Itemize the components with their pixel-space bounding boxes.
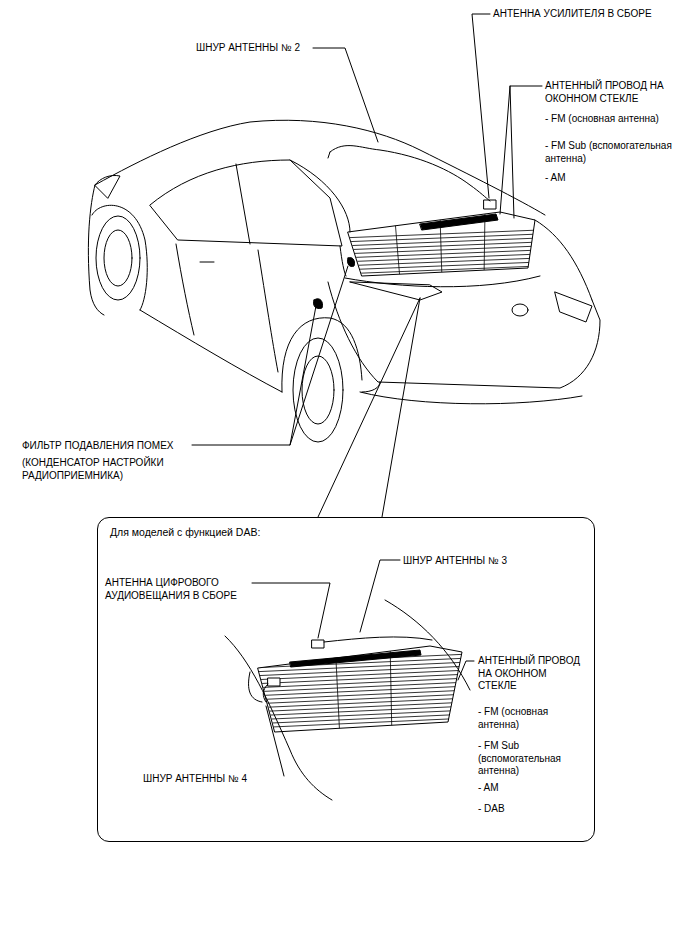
- inset-illustration: [225, 600, 470, 800]
- part-label: ШНУР АНТЕННЫ № 2: [196, 42, 316, 55]
- part-label: - FM (основная антенна): [545, 113, 685, 126]
- part-label: ШНУР АНТЕННЫ № 4: [143, 773, 283, 786]
- part-label: ШНУР АНТЕННЫ № 3: [403, 555, 533, 568]
- leader-lines: [192, 14, 542, 517]
- car-body: [88, 120, 600, 442]
- part-label: (КОНДЕНСАТОР НАСТРОЙКИ РАДИОПРИЕМНИКА): [22, 457, 197, 482]
- part-label: - DAB: [478, 803, 538, 816]
- rear-window-antenna: [313, 146, 540, 309]
- part-label: АНТЕННА ЦИФРОВОГО АУДИОВЕЩАНИЯ В СБОРЕ: [105, 577, 255, 602]
- part-label: - FM Sub (вспомогательная антенна): [478, 740, 578, 778]
- inset-panel: Для моделей с функцией DAB:: [97, 517, 595, 842]
- panel-heading: Для моделей с функцией DAB:: [110, 526, 594, 538]
- part-label: ФИЛЬТР ПОДАВЛЕНИЯ ПОМЕХ: [22, 440, 197, 453]
- part-label: - AM: [478, 782, 538, 795]
- part-label: - FM Sub (вспомогательная антенна): [545, 140, 685, 165]
- part-label: - FM (основная антенна): [478, 706, 573, 731]
- inset-leader-lines: [252, 560, 474, 776]
- part-label: АНТЕННА УСИЛИТЕЛЯ В СБОРЕ: [493, 8, 683, 21]
- part-label: АНТЕННЫЙ ПРОВОД НА ОКОННОМ СТЕКЛЕ: [478, 655, 583, 693]
- part-label: - AM: [545, 172, 605, 185]
- part-label: АНТЕННЫЙ ПРОВОД НА ОКОННОМ СТЕКЛЕ: [545, 80, 675, 105]
